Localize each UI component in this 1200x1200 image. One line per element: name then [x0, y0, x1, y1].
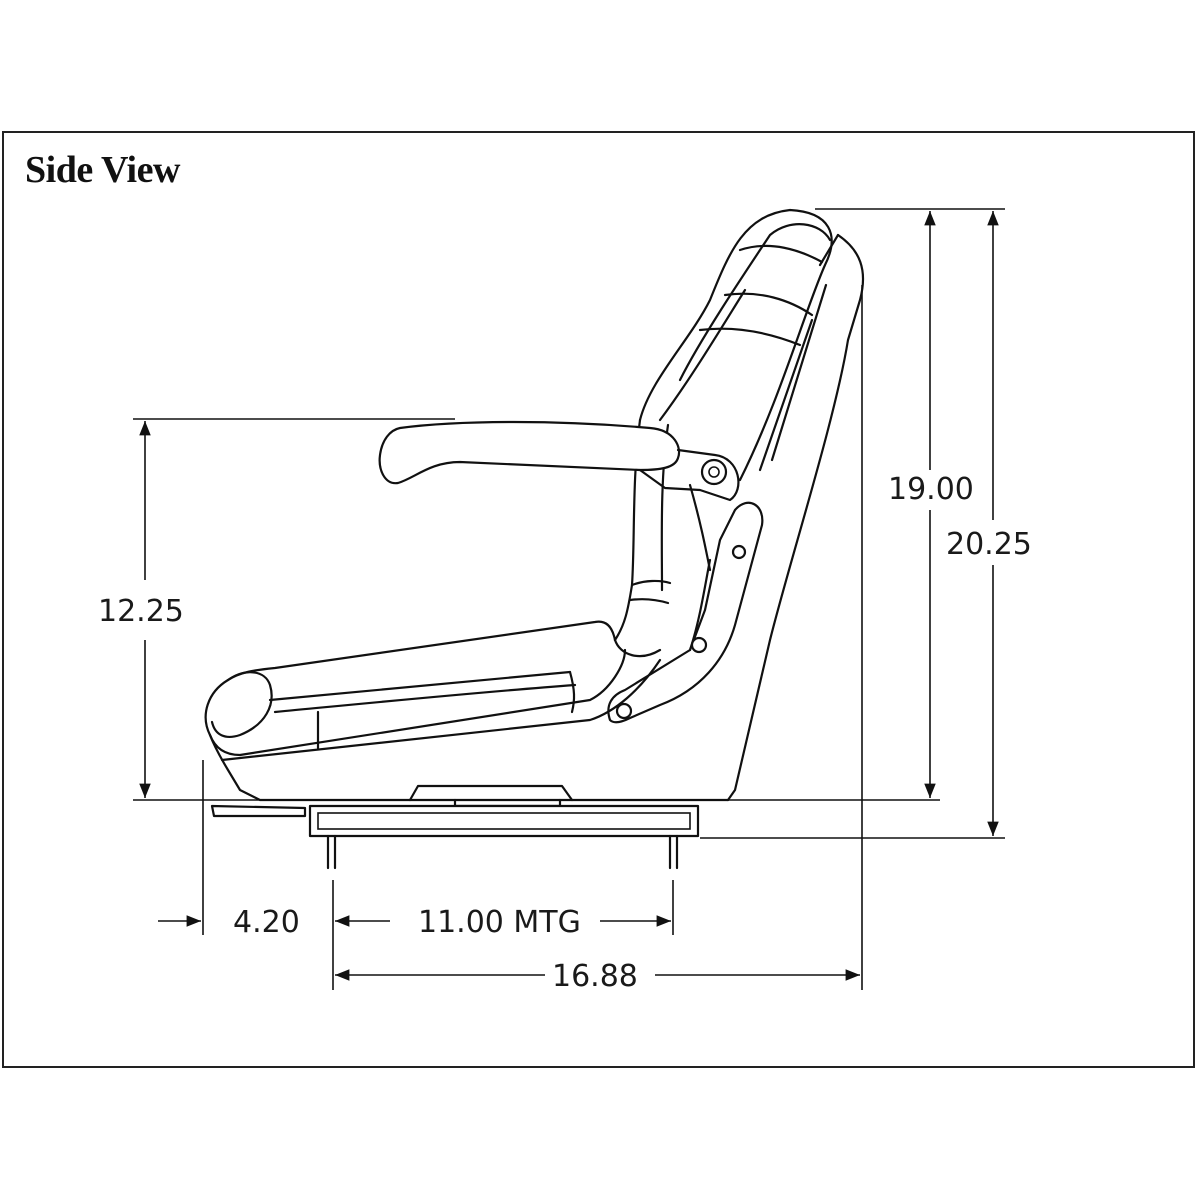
- adjust-lever: [210, 804, 307, 818]
- dim-label-mounting-width: 11.00 MTG: [418, 905, 581, 940]
- seat-shell-rear: [726, 233, 865, 802]
- dim-label-overall-height: 20.25: [946, 527, 1032, 562]
- armrest-pivot-bolt: [700, 458, 728, 486]
- armrest: [378, 420, 681, 485]
- seat-outline: [204, 208, 865, 870]
- page-title: Side View: [25, 149, 180, 191]
- seat-cushion: [204, 620, 627, 757]
- dim-label-front-offset: 4.20: [233, 905, 300, 940]
- seat-shell-base: [208, 733, 730, 802]
- bracket-bolt: [615, 702, 633, 720]
- bracket-bolt: [690, 636, 708, 654]
- dim-label-overall-depth: 16.88: [552, 959, 638, 994]
- dim-label-back-height: 19.00: [888, 472, 974, 507]
- mounting-plate: [308, 804, 700, 838]
- side-bracket: [607, 501, 764, 724]
- bracket-bolt: [731, 544, 747, 560]
- dim-label-armrest-height: 12.25: [98, 594, 184, 629]
- drawing-frame: [2, 131, 1195, 1068]
- backrest-cushion: [638, 208, 833, 482]
- seat-slide-rail: [408, 784, 574, 802]
- dimension-lines: [133, 208, 1005, 990]
